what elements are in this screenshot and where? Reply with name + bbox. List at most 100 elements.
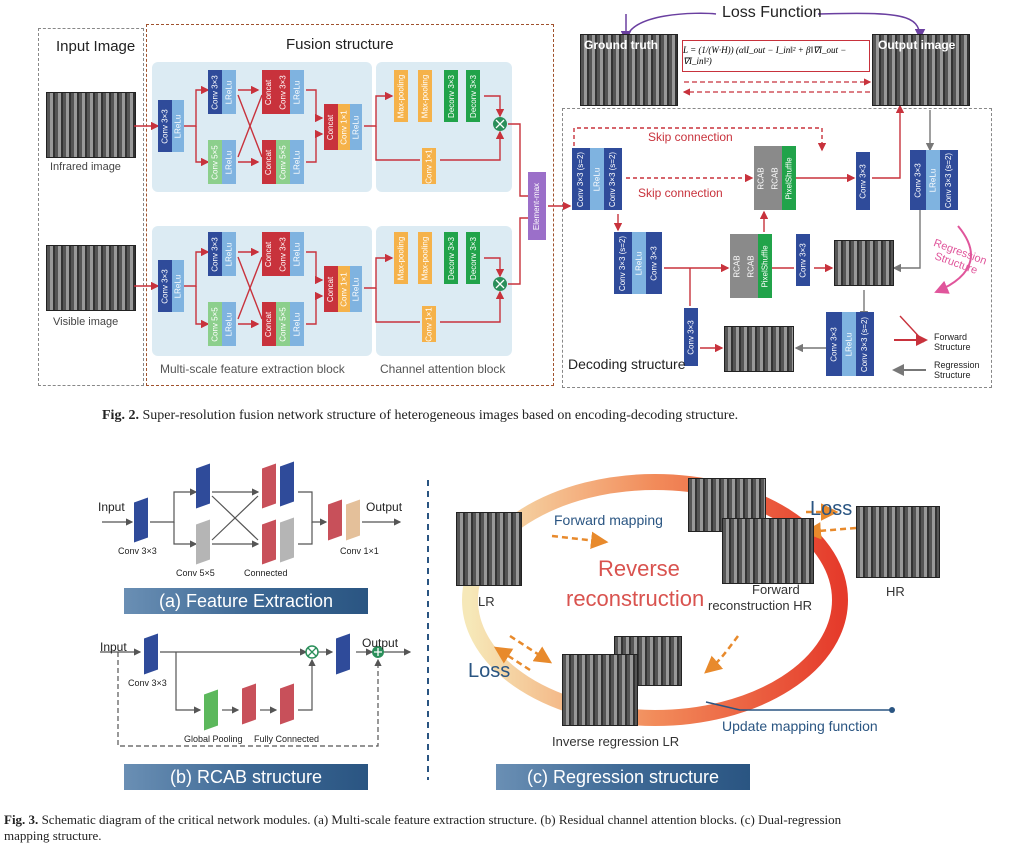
dec-conv-s2-3: Conv 3×3 (s=2)	[614, 232, 632, 294]
bot-lrelu-3: LReLu	[290, 302, 304, 346]
bot-maxpool-1: Max-pooling	[394, 232, 408, 284]
fig3a-conv5-label: Conv 5×5	[176, 568, 215, 578]
bot-lrelu-4: LReLu	[350, 266, 362, 312]
dec-conv3-3: Conv 3×3	[796, 234, 810, 286]
fig3c-reverse: Reverse	[598, 556, 680, 581]
fig3c-lr-label: LR	[478, 594, 495, 609]
bot-lrelu-branch1: LReLu	[222, 232, 236, 276]
fig3a-conn-bot-r	[262, 519, 276, 565]
fig3-connectors	[100, 474, 895, 780]
top-lrelu-4: LReLu	[350, 104, 362, 150]
bot-conv3-branch: Conv 3×3	[208, 232, 222, 276]
fig3b-input: Input	[100, 640, 127, 654]
dec-lrelu-2: LReLu	[632, 232, 646, 294]
top-lrelu-branch1: LReLu	[222, 70, 236, 114]
fig3a-conv3	[134, 497, 148, 543]
reg-conv-2: Conv 3×3	[826, 312, 842, 376]
fig3a-connected-label: Connected	[244, 568, 288, 578]
fig3c-hr-label: HR	[886, 584, 905, 599]
top-deconv-1: Deconv 3×3	[444, 70, 458, 122]
fig3b-conv3-label: Conv 3×3	[128, 678, 167, 688]
fig3c-forward-label-2: reconstruction HR	[708, 598, 813, 613]
dec-lrelu-1: LReLu	[590, 148, 604, 210]
fig2-caption-text: Super-resolution fusion network structur…	[142, 408, 739, 423]
pixelshuffle-2: PixelShuffle	[758, 234, 772, 298]
output-image-label: Output image	[878, 38, 956, 52]
rcab-2: RCAB	[768, 146, 782, 210]
top-conv5-2: Conv 5×5	[276, 140, 290, 184]
fig3c-loss-top: Loss	[810, 498, 853, 520]
fig3a-conv1-label: Conv 1×1	[340, 546, 379, 556]
fig3b-global-pooling	[204, 689, 218, 731]
fig3a-concat	[328, 499, 342, 541]
pixelshuffle-1: PixelShuffle	[782, 146, 796, 210]
fig3c-inverse-image	[562, 654, 638, 726]
top-lrelu-input: LReLu	[172, 100, 184, 152]
dec-conv3-1: Conv 3×3	[646, 232, 662, 294]
bot-conv1-attn: Conv 1×1	[422, 306, 436, 342]
fig3a-conn-top-r	[262, 463, 276, 509]
top-deconv-2: Deconv 3×3	[466, 70, 480, 122]
input-image-frame	[38, 28, 144, 386]
bot-concat-1: Concat	[262, 232, 276, 276]
fig3c-forward-mapping: Forward mapping	[554, 512, 663, 528]
fig3b-conv3	[144, 633, 158, 675]
fig3c-hr-image	[856, 506, 940, 578]
decoder-image-mid	[834, 240, 894, 286]
fig3c-loss-left: Loss	[468, 660, 511, 682]
fig3b-fully-connected-label: Fully Connected	[254, 734, 320, 744]
top-maxpool-1: Max-pooling	[394, 70, 408, 122]
loss-formula: L = (1/(W·H)) (α‖I_out − I_in‖² + β‖∇I_o…	[683, 45, 847, 66]
top-conv3-branch: Conv 3×3	[208, 70, 222, 114]
skip-connection-1: Skip connection	[648, 130, 733, 144]
multiscale-block-label: Multi-scale feature extraction block	[160, 362, 345, 376]
reg-conv-1: Conv 3×3	[910, 150, 926, 210]
fig3c-forward-label-1: Forward	[752, 582, 800, 597]
fig3a-conv3-top	[196, 463, 210, 509]
bot-conv3-input: Conv 3×3	[158, 260, 172, 312]
fig3a-banner: (a) Feature Extraction	[124, 588, 368, 614]
ground-truth-label: Ground truth	[584, 38, 658, 52]
fig3a-conv5	[196, 519, 210, 565]
reg-conv-s2-1: Conv 3×3 (s=2)	[940, 150, 958, 210]
top-conv5-branch: Conv 5×5	[208, 140, 222, 184]
fig3a-conv1	[346, 499, 360, 541]
fig3b-fc-2	[280, 683, 294, 725]
top-concat-1: Concat	[262, 70, 276, 114]
dec-conv3-2: Conv 3×3	[856, 152, 870, 210]
decoder-image-small	[724, 326, 794, 372]
input-image-title: Input Image	[56, 38, 136, 55]
bot-lrelu-2: LReLu	[290, 232, 304, 276]
top-lrelu-branch2: LReLu	[222, 140, 236, 184]
dec-conv3-4: Conv 3×3	[684, 308, 698, 366]
fig3a-conv3-label: Conv 3×3	[118, 546, 157, 556]
bot-maxpool-2: Max-pooling	[418, 232, 432, 284]
bot-conv5-2: Conv 5×5	[276, 302, 290, 346]
rcab-4: RCAB	[744, 234, 758, 298]
reg-conv-s2-2: Conv 3×3 (s=2)	[856, 312, 874, 376]
fig3b-conv-out	[336, 633, 350, 675]
fig3a-output: Output	[366, 500, 403, 514]
infrared-image-label: Infrared image	[50, 161, 121, 173]
fig3a-conn-top-b	[280, 461, 294, 507]
bot-conv1: Conv 1×1	[338, 266, 350, 312]
fig3c-forward-image	[722, 518, 814, 584]
top-concat-3: Concat	[324, 104, 338, 150]
legend-regression: Regression Structure	[934, 360, 980, 380]
bot-conv5-branch: Conv 5×5	[208, 302, 222, 346]
bot-lrelu-input: LReLu	[172, 260, 184, 312]
fig3b-global-pooling-label: Global Pooling	[184, 734, 243, 744]
bot-concat-2: Concat	[262, 302, 276, 346]
legend-forward: Forward Structure	[934, 332, 971, 352]
fig2-caption-label: Fig. 2.	[102, 408, 139, 423]
fusion-structure-frame	[146, 24, 554, 386]
rcab-3: RCAB	[730, 234, 744, 298]
top-conv1-attn: Conv 1×1	[422, 148, 436, 184]
fig3-caption-text-1: Schematic diagram of the critical networ…	[41, 812, 842, 827]
bot-concat-3: Concat	[324, 266, 338, 312]
loss-function-title: Loss Function	[722, 4, 822, 21]
fig3-caption: Fig. 3. Schematic diagram of the critica…	[4, 812, 1032, 844]
visible-image	[46, 245, 136, 311]
fig3b-fc-1	[242, 683, 256, 725]
fig3c-banner: (c) Regression structure	[496, 764, 750, 790]
